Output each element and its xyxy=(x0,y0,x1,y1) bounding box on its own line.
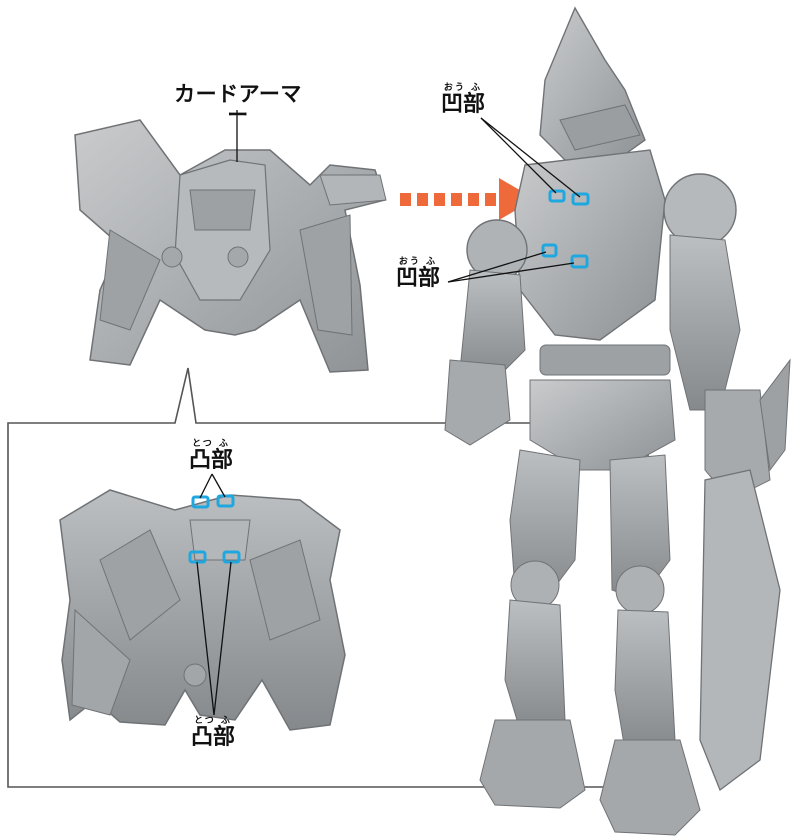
convex-label-top-text: 凸部 xyxy=(188,448,233,473)
concave-highlights xyxy=(541,189,590,269)
card-armor-label: カードアーマー xyxy=(174,82,302,127)
convex-label-top: とつ ふ 凸部 xyxy=(186,440,236,472)
convex-label-bottom: とつ ふ 凸部 xyxy=(188,717,238,749)
figure-image xyxy=(444,6,791,836)
concave-label-mid: おう ふ 凹部 xyxy=(393,258,443,290)
concave-label-top-ruby: おう ふ xyxy=(443,83,483,93)
convex-label-top-ruby: とつ ふ xyxy=(192,439,230,449)
card-armor-image xyxy=(74,119,387,373)
convex-highlights xyxy=(188,494,241,564)
convex-label-bottom-text: 凸部 xyxy=(190,725,235,750)
convex-label-bottom-ruby: とつ ふ xyxy=(194,716,232,726)
concave-label-mid-text: 凹部 xyxy=(395,266,440,291)
concave-leaders xyxy=(447,117,581,283)
convex-leaders xyxy=(196,473,232,716)
concave-label-top-text: 凹部 xyxy=(440,92,485,117)
concave-label-mid-ruby: おう ふ xyxy=(398,257,438,267)
concave-label-top: おう ふ 凹部 xyxy=(438,84,488,116)
